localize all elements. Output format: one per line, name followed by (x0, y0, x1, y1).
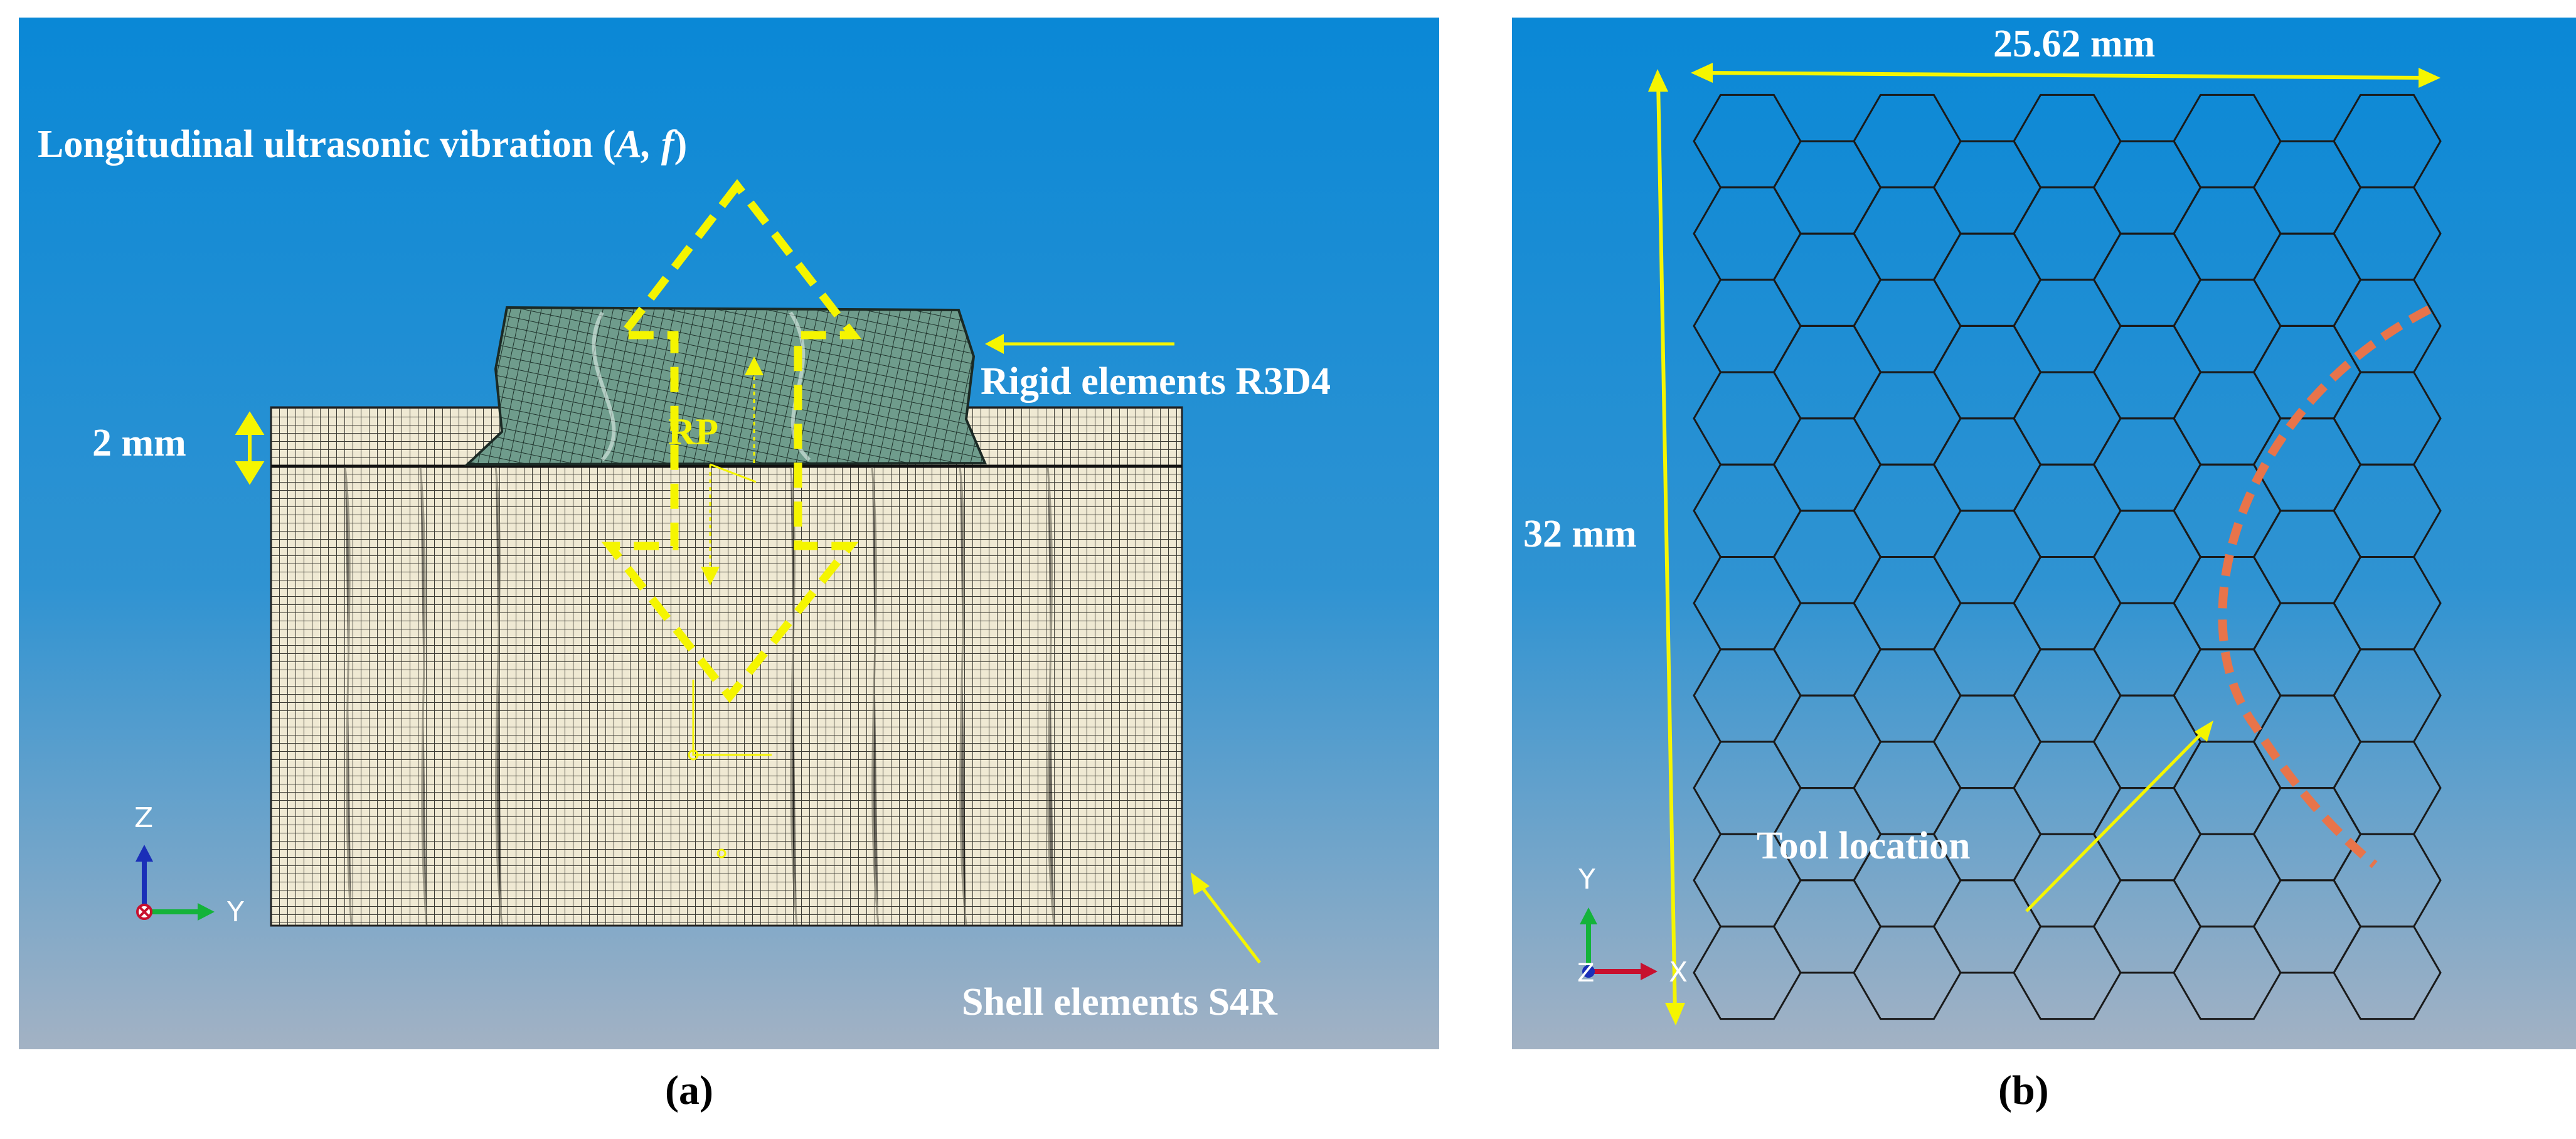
vibration-title: Longitudinal ultrasonic vibration (A, f) (38, 123, 687, 166)
width-label: 25.62 mm (1993, 23, 2155, 65)
axis-label-horizontal-b: X (1669, 956, 1688, 988)
panel-a-canvas: Longitudinal ultrasonic vibration (A, f)… (19, 18, 1439, 1049)
tool-location-label: Tool location (1757, 825, 1971, 867)
honeycomb-mesh (1693, 94, 2442, 1020)
panel-b-background (1512, 18, 2576, 1049)
height-dimension-arrow (1648, 69, 1685, 1025)
width-dimension-arrow (1691, 63, 2440, 88)
axis-label-vertical: Z (134, 802, 153, 834)
height-label: 32 mm (1523, 513, 1637, 555)
panel-a: Longitudinal ultrasonic vibration (A, f)… (19, 18, 1439, 1049)
rigid-tool-mesh (464, 306, 987, 466)
caption-a: (a) (665, 1067, 713, 1113)
axis-label-vertical-b: Y (1578, 864, 1595, 896)
rigid-elements-label: Rigid elements R3D4 (981, 360, 1331, 403)
global-axis-triad-b (1580, 907, 1658, 980)
tool-location-leader (2025, 720, 2213, 912)
caption-b: (b) (1998, 1067, 2049, 1113)
panel-b-canvas: 25.62 mm 32 mm Tool location Y Z X (1512, 18, 2576, 1049)
tool-location-path (2218, 305, 2432, 869)
vibration-double-arrow (601, 179, 862, 703)
honeycomb-cell (2333, 925, 2442, 1020)
global-axis-triad (136, 845, 215, 921)
shell-elements-leader (1191, 872, 1261, 964)
thickness-dimension-label: 2 mm (92, 422, 186, 464)
panel-b: 25.62 mm 32 mm Tool location Y Z X (1512, 18, 2576, 1049)
axis-label-horizontal: Y (226, 896, 244, 928)
axis-label-out-b: Z (1577, 959, 1594, 988)
thickness-dimension-arrow (235, 411, 265, 485)
shell-elements-label: Shell elements S4R (962, 981, 1278, 1024)
rp-label: RP (668, 411, 718, 452)
rigid-elements-leader (985, 334, 1174, 354)
workpiece-mesh (270, 406, 1183, 927)
reference-point-axes (688, 356, 772, 858)
